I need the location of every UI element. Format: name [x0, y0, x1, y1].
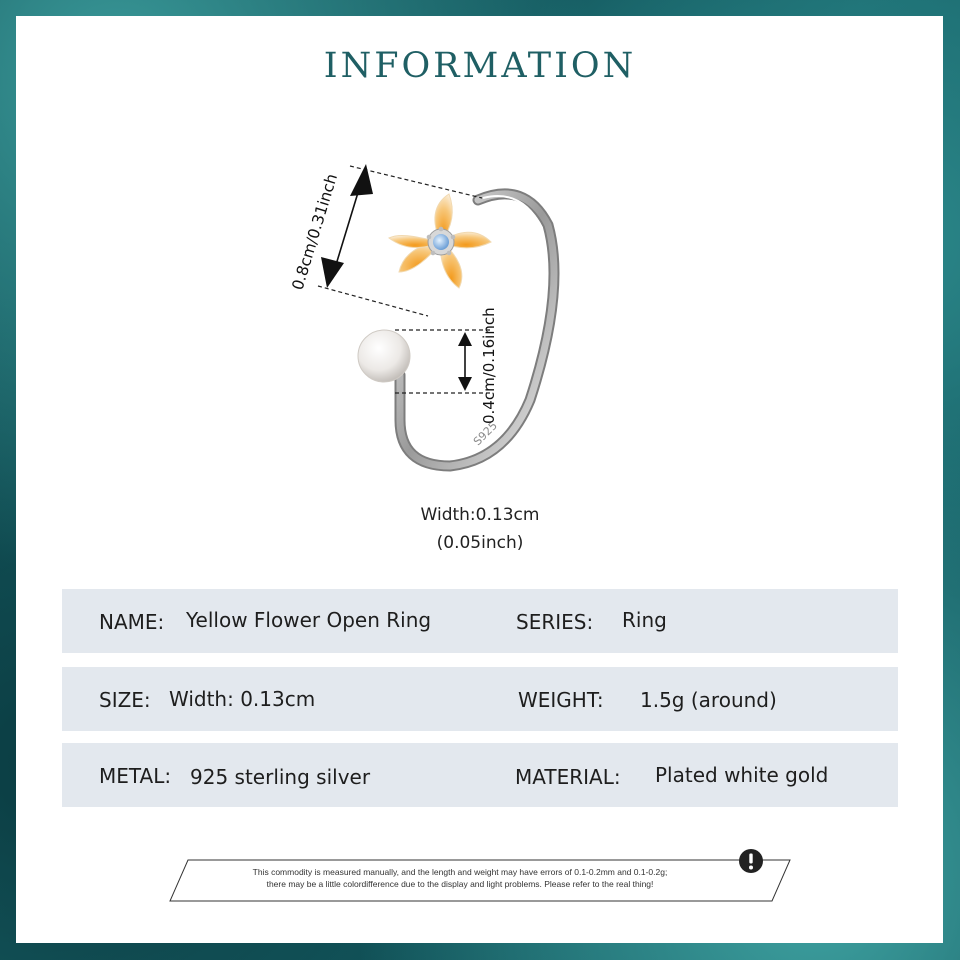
name-label: NAME:: [99, 610, 165, 634]
flower-charm: [388, 193, 492, 289]
series-value: Ring: [622, 608, 667, 632]
ring-illustration: S925: [289, 164, 560, 472]
size-label: SIZE:: [99, 688, 151, 712]
disclaimer-line-1: This commodity is measured manually, and…: [252, 867, 668, 877]
spec-row-name-series: NAME: Yellow Flower Open Ring SERIES: Ri…: [62, 589, 898, 653]
warning-icon: [739, 849, 763, 873]
spec-row-metal-material: METAL: 925 sterling silver MATERIAL: Pla…: [62, 743, 898, 807]
width-inch-label: (0.05inch): [436, 533, 524, 553]
series-label: SERIES:: [516, 610, 594, 634]
size-value: Width: 0.13cm: [169, 687, 316, 711]
spec-row-size-weight: SIZE: Width: 0.13cm WEIGHT: 1.5g (around…: [62, 667, 898, 731]
metal-value: 925 sterling silver: [190, 765, 371, 789]
weight-value: 1.5g (around): [640, 688, 777, 712]
disclaimer-box: This commodity is measured manually, and…: [160, 846, 800, 904]
weight-label: WEIGHT:: [518, 688, 604, 712]
metal-label: METAL:: [99, 764, 172, 788]
disclaimer-text: This commodity is measured manually, and…: [190, 866, 730, 890]
pearl: [357, 329, 411, 383]
name-value: Yellow Flower Open Ring: [186, 608, 432, 632]
width-label: Width:0.13cm: [420, 505, 540, 525]
disclaimer-border: [169, 859, 791, 902]
material-value: Plated white gold: [655, 763, 829, 787]
disclaimer-line-2: there may be a little colordifference du…: [266, 879, 654, 889]
ring-band: [394, 188, 560, 472]
gap-height-label: 0.4cm/0.16inch: [480, 307, 498, 424]
flower-height-dimension: [317, 164, 483, 317]
page-title: INFORMATION: [323, 46, 637, 86]
gap-height-dimension: [395, 329, 492, 394]
material-label: MATERIAL:: [515, 765, 621, 789]
